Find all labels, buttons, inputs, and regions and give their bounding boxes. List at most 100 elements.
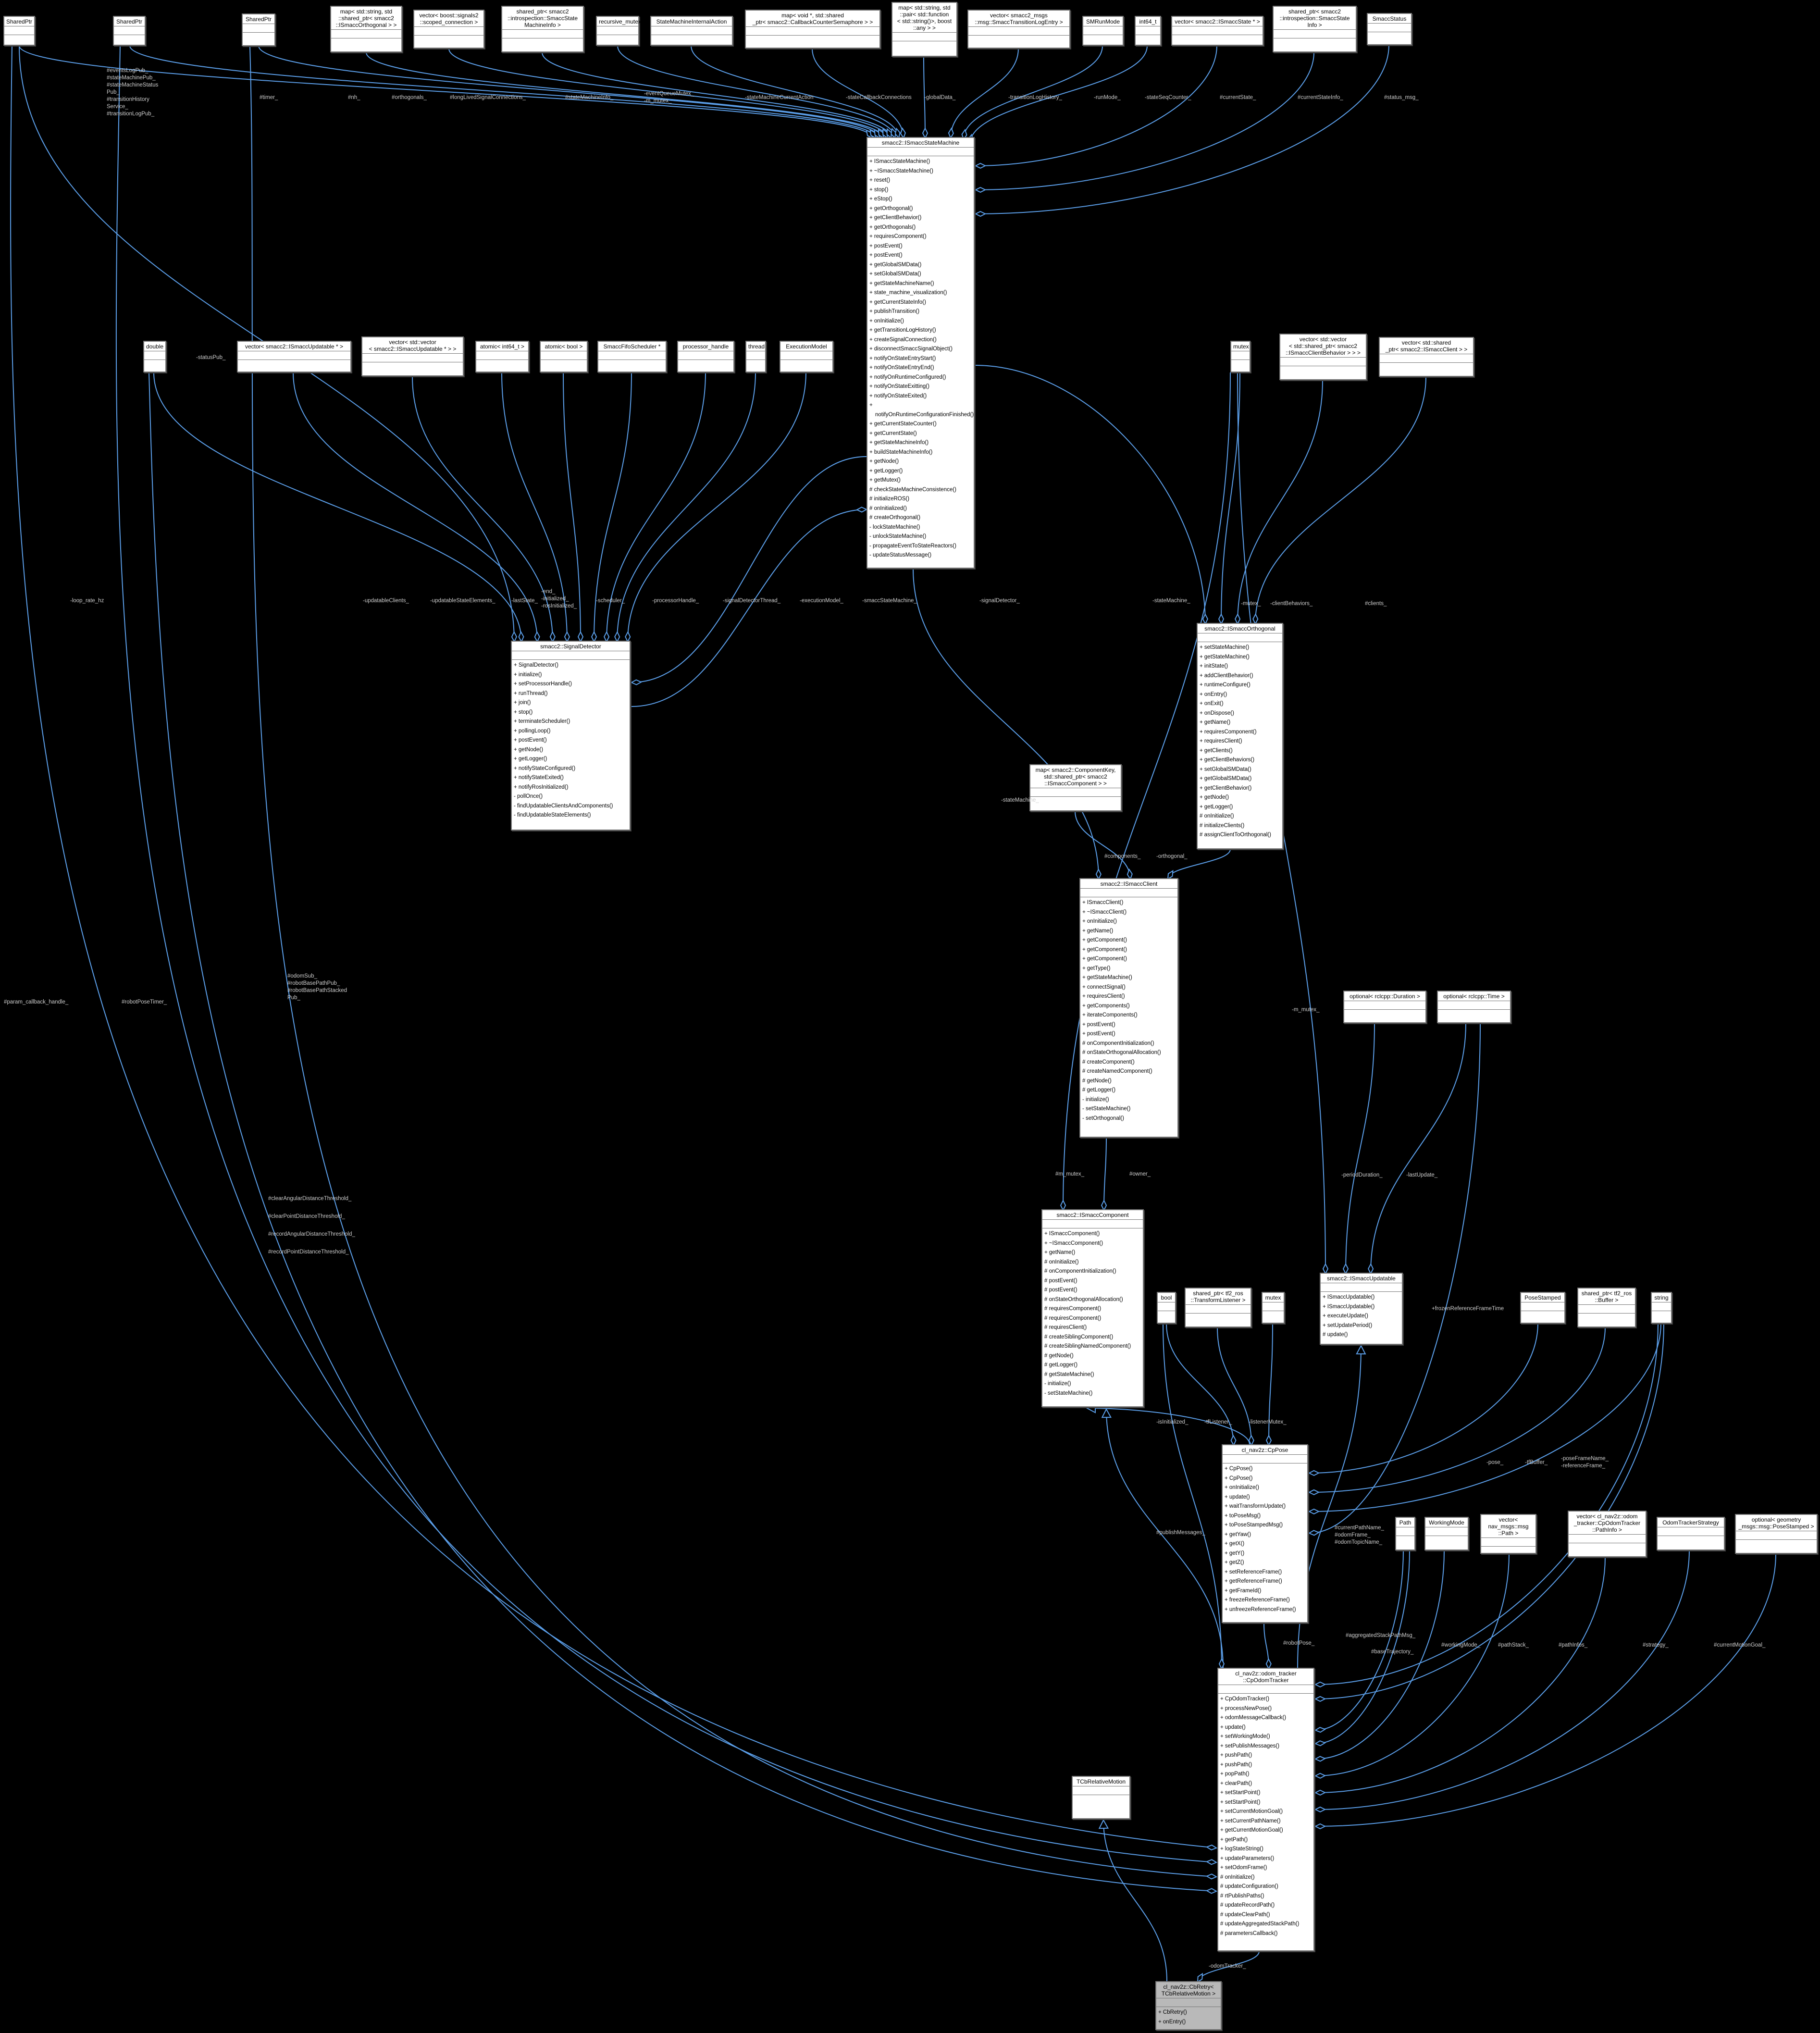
attributes-compartment: [1481, 1538, 1535, 1547]
class-title-bool: bool: [1158, 1293, 1175, 1302]
edge-label-53: #pathStack_: [1498, 1642, 1529, 1648]
edge-20: [563, 372, 581, 642]
attributes-compartment: [1030, 788, 1121, 797]
method-entry: + ~ISmaccStateMachine(): [869, 168, 933, 174]
method-entry: + odomMessageCallback(): [1220, 1715, 1287, 1721]
edge-48: [1309, 1323, 1661, 1512]
class-mutex-top: mutex: [1230, 341, 1250, 372]
aggregation-diamond-icon: [1314, 1806, 1326, 1813]
method-entry: + onInitialize(): [869, 318, 904, 324]
class-title-atomic-int64: atomic< int64_t >: [476, 342, 528, 351]
method-entry: + createSignalConnection(): [869, 336, 937, 343]
aggregation-diamond-icon: [1248, 1434, 1254, 1447]
aggregation-diamond-icon: [1205, 1844, 1218, 1851]
class-title-sharedptr-tf-listener: shared_ptr< tf2_ros ::TransformListener …: [1186, 1289, 1250, 1305]
methods-compartment: [746, 36, 879, 48]
method-entry: # createSiblingComponent(): [1044, 1334, 1114, 1340]
method-entry: # assignClientToOrthogonal(): [1200, 832, 1271, 838]
class-ismacc-orthogonal: smacc2::ISmaccOrthogonal+ setStateMachin…: [1197, 623, 1283, 849]
attributes-compartment: [1172, 26, 1263, 35]
aggregation-diamond-icon: [1308, 1489, 1320, 1496]
method-entry: + getStateMachineInfo(): [869, 440, 929, 446]
class-pose-stamped: PoseStamped: [1520, 1292, 1565, 1324]
method-entry: # updateRecordPath(): [1220, 1902, 1275, 1908]
method-entry: + stop(): [514, 709, 533, 715]
attributes-compartment: [1569, 1535, 1646, 1543]
methods-compartment: [4, 35, 34, 45]
edge-47: [1309, 1327, 1606, 1493]
attributes-compartment: [331, 30, 401, 38]
edge-label-58: #robotPoseTimer_: [122, 999, 167, 1005]
attributes-compartment: [476, 351, 528, 360]
method-entry: + iterateComponents(): [1082, 1012, 1138, 1018]
method-entry: + setWorkingMode(): [1220, 1734, 1270, 1739]
method-entry: # requiresClient(): [1044, 1325, 1087, 1330]
method-entry: + onEntry(): [1200, 691, 1227, 697]
edge-label-49: #robotPose_: [1283, 1640, 1315, 1646]
edge-22: [606, 372, 706, 642]
edge-label-35: #m_mutex_: [1055, 1171, 1085, 1177]
method-entry: # update(): [1323, 1332, 1348, 1338]
methods-compartment: [597, 35, 638, 45]
edge-label-46: -poseFrameName_ -referenceFrame_: [1561, 1456, 1609, 1469]
attributes-compartment: [1521, 1302, 1564, 1311]
edge-49: [1309, 1023, 1481, 1534]
methods-compartment: + ISmaccComponent()+ ~ISmaccComponent()+…: [1042, 1228, 1143, 1406]
edge-19: [501, 372, 568, 642]
method-entry: # rtPublishPaths(): [1220, 1893, 1264, 1899]
methods-compartment: [651, 35, 732, 45]
methods-compartment: [1569, 1543, 1646, 1556]
method-entry: + reset(): [869, 177, 891, 183]
class-ismacc-updatable: smacc2::ISmaccUpdatable+ ISmaccUpdatable…: [1320, 1273, 1403, 1345]
edge-53: [1315, 1323, 1664, 1699]
attributes-compartment: [1396, 1527, 1414, 1536]
method-entry: + getComponent(): [1082, 956, 1127, 962]
class-title-string: string: [1652, 1293, 1671, 1302]
class-title-sharedptr-statemachineinfo: shared_ptr< smacc2 ::introspection::Smac…: [502, 7, 583, 30]
method-entry: # initializeClients(): [1200, 822, 1245, 829]
aggregation-diamond-icon: [1230, 1434, 1237, 1447]
methods-compartment: [1438, 1010, 1510, 1022]
edge-label-20: -lastState_: [511, 598, 538, 604]
edge-label-15: #status_msg_: [1384, 95, 1419, 100]
edge-30: [1237, 380, 1323, 624]
method-entry: # postEvent(): [1044, 1277, 1077, 1284]
edge-label-19: -updatableStateElements_: [430, 598, 495, 604]
method-entry: - initialize(): [1082, 1096, 1109, 1103]
edge-32: [913, 568, 1099, 880]
method-entry: + pushPath(): [1220, 1761, 1252, 1768]
aggregation-diamond-icon: [1368, 1263, 1374, 1275]
method-entry: + logStateString(): [1220, 1846, 1263, 1852]
method-entry: # onComponentInitialization(): [1044, 1268, 1116, 1274]
edge-label-31: #clients_: [1365, 601, 1387, 607]
class-title-ismacc-client: smacc2::ISmaccClient: [1080, 879, 1177, 889]
class-double: double: [143, 341, 166, 372]
edge-54: [1315, 1550, 1404, 1731]
class-optional-duration: optional< rclcpp::Duration >: [1343, 991, 1426, 1023]
edge-29: [1221, 372, 1240, 624]
edge-26: [631, 456, 867, 683]
attributes-compartment: [1186, 1305, 1250, 1314]
class-optional-pose-stamped: optional< geometry _msgs::msg::PoseStamp…: [1735, 1514, 1818, 1554]
method-entry: # initializeROS(): [869, 496, 910, 502]
method-entry: + waitTransformUpdate(): [1225, 1503, 1286, 1509]
edge-label-44: -pose_: [1486, 1460, 1504, 1465]
class-title-vector-vector-updatable: vector< std::vector < smacc2::ISmaccUpda…: [362, 337, 463, 354]
method-entry: + popPath(): [1220, 1771, 1250, 1777]
methods-compartment: [502, 38, 583, 51]
methods-compartment: [1274, 38, 1356, 51]
methods-compartment: [780, 360, 832, 372]
edge-21: [594, 372, 632, 642]
class-vector-path: vector< nav_msgs::msg ::Path >: [1480, 1514, 1536, 1554]
class-vector-ismaccstate: vector< smacc2::ISmaccState * >: [1171, 16, 1263, 46]
method-entry: # checkStateMachineConsistence(): [869, 486, 956, 493]
method-entry: + setStartPoint(): [1220, 1799, 1261, 1805]
edge-40: [1370, 1023, 1466, 1274]
method-entry: + CpPose(): [1225, 1466, 1253, 1472]
class-sharedptr1: SharedPtr: [3, 16, 35, 46]
edge-label-57: #param_callback_handle_: [4, 999, 69, 1005]
method-entry: + disconnectSmaccSignalObject(): [869, 346, 953, 352]
attributes-compartment: [243, 24, 274, 33]
aggregation-diamond-icon: [1197, 1972, 1203, 1983]
aggregation-diamond-icon: [1167, 870, 1174, 880]
